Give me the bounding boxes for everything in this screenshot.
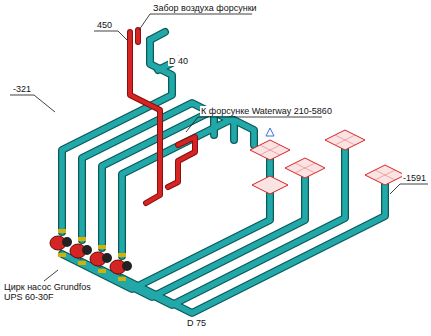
pipe-diameter: D 40 [168,56,189,66]
callout-label: Забор воздуха форсунки [152,3,258,13]
pump-label: Цирк насос Grundfos UPS 60-30F [3,282,97,302]
dimension-mark: 450 [96,20,113,30]
callout-label: К форсунке Waterway 210-5860 [200,106,333,116]
pipe-diameter: D 75 [186,318,207,328]
elevation-mark: -1591 [402,173,427,183]
elevation-mark: -321 [12,84,32,94]
